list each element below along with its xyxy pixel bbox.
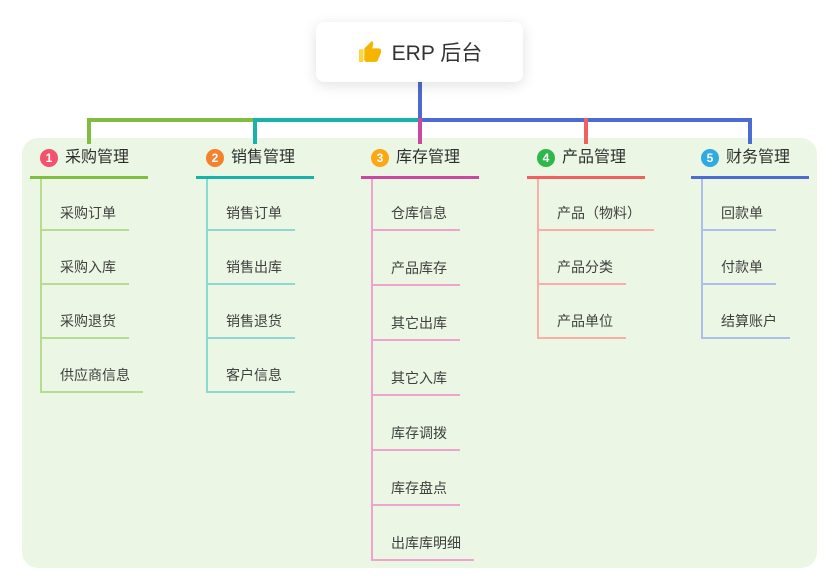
branch-header-product[interactable]: 4 产品管理: [527, 146, 645, 179]
child-node[interactable]: 仓库信息: [373, 179, 479, 231]
child-node[interactable]: 付款单: [703, 231, 809, 285]
child-node[interactable]: 库存调拨: [373, 396, 479, 451]
child-node[interactable]: 产品（物料）: [539, 179, 654, 231]
child-node[interactable]: 采购入库: [42, 231, 148, 285]
branch-number-badge: 2: [206, 149, 224, 167]
root-label: ERP 后台: [391, 42, 483, 65]
branch-number-badge: 5: [701, 149, 719, 167]
root-node[interactable]: ERP 后台: [316, 22, 523, 82]
branch-number-badge: 4: [537, 149, 555, 167]
child-node[interactable]: 结算账户: [703, 285, 809, 339]
branch-finance: 5 财务管理 回款单 付款单 结算账户: [691, 146, 809, 339]
child-node[interactable]: 产品库存: [373, 231, 479, 286]
connector-drop: [87, 118, 91, 144]
branch-header-sales[interactable]: 2 销售管理: [196, 146, 314, 179]
branch-header-inventory[interactable]: 3 库存管理: [361, 146, 479, 179]
branch-header-finance[interactable]: 5 财务管理: [691, 146, 809, 179]
branch-children: 销售订单 销售出库 销售退货 客户信息: [206, 179, 314, 393]
branch-children: 采购订单 采购入库 采购退货 供应商信息: [40, 179, 148, 393]
child-node[interactable]: 采购订单: [42, 179, 148, 231]
branch-purchase: 1 采购管理 采购订单 采购入库 采购退货 供应商信息: [30, 146, 148, 393]
child-node[interactable]: 其它入库: [373, 341, 479, 396]
connector-drop: [584, 118, 588, 144]
child-node[interactable]: 出库库明细: [373, 506, 479, 561]
child-node[interactable]: 产品单位: [539, 285, 654, 339]
connector-horizontal: [255, 118, 420, 122]
connector-drop: [748, 118, 752, 144]
branch-children: 回款单 付款单 结算账户: [701, 179, 809, 339]
branch-label: 库存管理: [396, 149, 461, 166]
branch-product: 4 产品管理 产品（物料） 产品分类 产品单位: [527, 146, 654, 339]
branches-background-panel: [22, 138, 817, 568]
child-node[interactable]: 其它出库: [373, 286, 479, 341]
thumbs-up-icon: [357, 40, 382, 65]
connector-drop: [418, 118, 422, 144]
branch-number-badge: 1: [40, 149, 58, 167]
child-node[interactable]: 产品分类: [539, 231, 654, 285]
branch-number-badge: 3: [371, 149, 389, 167]
branch-label: 采购管理: [65, 149, 130, 166]
child-node[interactable]: 库存盘点: [373, 451, 479, 506]
branch-header-purchase[interactable]: 1 采购管理: [30, 146, 148, 179]
branch-children: 仓库信息 产品库存 其它出库 其它入库 库存调拨 库存盘点 出库库明细: [371, 179, 479, 561]
child-node[interactable]: 回款单: [703, 179, 809, 231]
branch-label: 销售管理: [231, 149, 296, 166]
child-node[interactable]: 客户信息: [208, 339, 314, 393]
branch-inventory: 3 库存管理 仓库信息 产品库存 其它出库 其它入库 库存调拨 库存盘点 出库库…: [361, 146, 479, 561]
root-connector-stem: [418, 80, 422, 120]
child-node[interactable]: 销售出库: [208, 231, 314, 285]
child-node[interactable]: 销售退货: [208, 285, 314, 339]
connector-drop: [253, 118, 257, 144]
child-node[interactable]: 供应商信息: [42, 339, 148, 393]
branch-sales: 2 销售管理 销售订单 销售出库 销售退货 客户信息: [196, 146, 314, 393]
child-node[interactable]: 采购退货: [42, 285, 148, 339]
branch-label: 产品管理: [562, 149, 627, 166]
branch-children: 产品（物料） 产品分类 产品单位: [537, 179, 654, 339]
child-node[interactable]: 销售订单: [208, 179, 314, 231]
branch-label: 财务管理: [726, 149, 791, 166]
connector-horizontal: [87, 118, 255, 122]
